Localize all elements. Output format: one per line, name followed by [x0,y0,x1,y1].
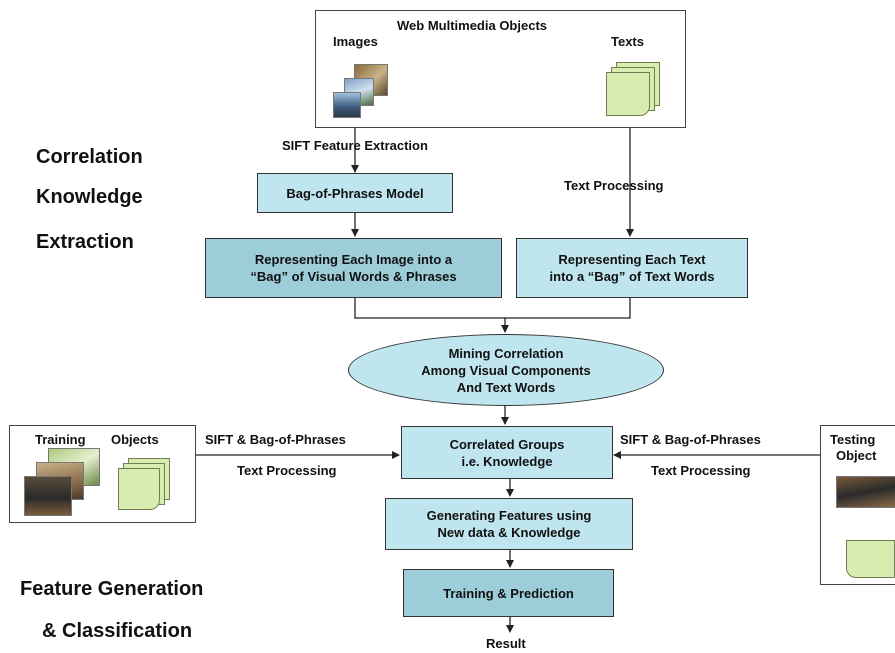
objects-label: Objects [111,432,159,447]
mining-line-3: And Text Words [456,379,556,395]
bag-of-phrases-box: Bag-of-Phrases Model [257,173,453,213]
mining-line-1: Mining Correlation [448,345,564,361]
texts-label: Texts [611,34,644,49]
text-document-icon [846,540,895,578]
image-thumbnail-icon [24,476,72,516]
object-label: Object [836,448,877,463]
mining-line-2: Among Visual Components [421,362,591,378]
image-thumbnail-icon [836,476,895,508]
training-label: Training [35,432,86,447]
section-label-correlation: Correlation [36,146,143,168]
section-label-extraction: Extraction [36,231,134,253]
generating-features-box: Generating Features using New data & Kno… [385,498,633,550]
text-document-icon [118,468,160,510]
generating-line-1: Generating Features using [426,508,592,523]
images-label: Images [333,34,378,49]
label-sift-feature-extraction: SIFT Feature Extraction [282,138,428,153]
training-prediction-label: Training & Prediction [443,585,574,601]
correlated-line-2: i.e. Knowledge [461,453,553,469]
section-label-classification: & Classification [42,620,193,642]
label-left-text-processing: Text Processing [237,463,337,478]
mining-correlation-ellipse: Mining Correlation Among Visual Componen… [348,334,664,406]
represent-image-box: Representing Each Image into a “Bag” of … [205,238,502,298]
represent-image-line-1: Representing Each Image into a [254,252,453,267]
represent-text-line-2: into a “Bag” of Text Words [549,269,715,284]
image-thumbnail-icon [333,92,361,118]
label-text-processing: Text Processing [564,178,664,193]
testing-label: Testing [830,432,876,447]
section-label-feature-generation: Feature Generation [20,578,204,600]
result-label: Result [486,636,526,651]
generating-line-2: New data & Knowledge [437,525,581,540]
label-left-sift-bop: SIFT & Bag-of-Phrases [205,432,346,447]
training-prediction-box: Training & Prediction [403,569,614,617]
correlated-line-1: Correlated Groups [449,436,565,452]
label-right-text-processing: Text Processing [651,463,751,478]
merge-line [354,298,631,319]
web-objects-title: Web Multimedia Objects [397,18,548,33]
label-right-sift-bop: SIFT & Bag-of-Phrases [620,432,761,447]
correlated-groups-box: Correlated Groups i.e. Knowledge [401,426,613,479]
bag-of-phrases-label: Bag-of-Phrases Model [286,185,424,201]
represent-text-line-1: Representing Each Text [558,252,706,267]
section-label-knowledge: Knowledge [36,186,143,208]
text-document-icon [606,72,650,116]
represent-text-box: Representing Each Text into a “Bag” of T… [516,238,748,298]
represent-image-line-2: “Bag” of Visual Words & Phrases [250,269,457,284]
